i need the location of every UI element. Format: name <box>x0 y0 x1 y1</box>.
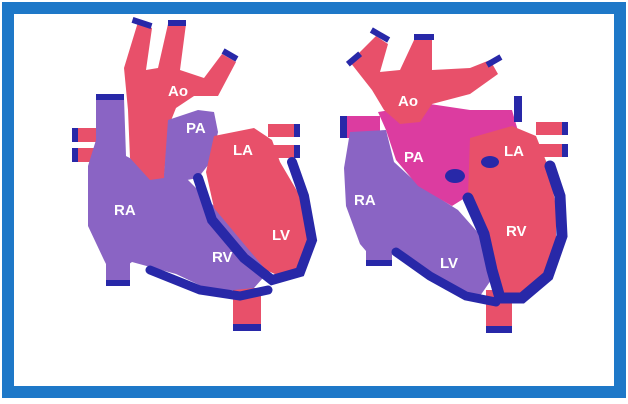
normal-label-ra: RA <box>114 202 136 219</box>
normal-label-rv: RV <box>212 249 233 266</box>
transposed-label-rv: RV <box>506 223 527 240</box>
transposed-label-la: LA <box>504 143 524 160</box>
normal-label-la: LA <box>233 142 253 159</box>
normal-label-ao: Ao <box>168 83 188 100</box>
normal-label-lv: LV <box>272 227 290 244</box>
transposed-label-ra: RA <box>354 192 376 209</box>
transposed-label-ao: Ao <box>398 93 418 110</box>
transposed-label-pa: PA <box>404 149 424 166</box>
transposed-label-lv: LV <box>440 255 458 272</box>
normal-label-pa: PA <box>186 120 206 137</box>
